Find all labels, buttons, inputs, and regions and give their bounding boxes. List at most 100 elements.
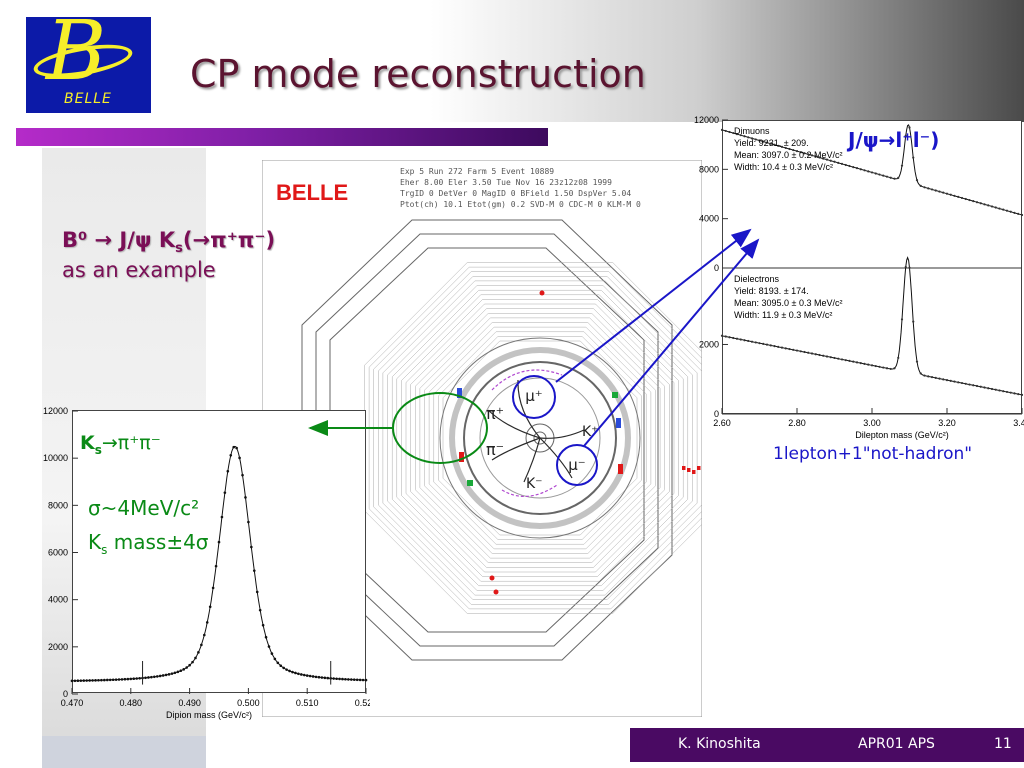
dipion-data-point: [305, 674, 309, 677]
dilepton-x-tick-label: 3.40: [1013, 418, 1024, 428]
dilepton-data-point: [975, 201, 979, 204]
dilepton-data-point: [747, 136, 750, 139]
dipion-data-point: [344, 677, 347, 681]
dilepton-data-point: [810, 154, 814, 157]
dilepton-data-point: [919, 372, 922, 375]
dilepton-data-point: [893, 367, 896, 370]
dilepton-data-point: [867, 170, 870, 173]
dilepton-data-point: [840, 358, 844, 361]
dilepton-data-point: [743, 339, 746, 342]
dilepton-data-point: [732, 336, 735, 340]
dilepton-data-point: [960, 381, 964, 385]
dilepton-data-point: [953, 380, 956, 383]
header-band: [0, 0, 1024, 122]
jpsi-decay-label: J/ψ→l⁺l⁻): [848, 128, 940, 152]
dilepton-data-point: [825, 158, 829, 161]
dilepton-data-point: [915, 360, 919, 363]
ks-mass-tail: mass±4σ: [107, 530, 209, 554]
dipion-data-point: [91, 679, 94, 682]
dilepton-data-point: [870, 364, 874, 367]
dilepton-data-point: [1013, 392, 1016, 395]
belle-logo: B BELLE: [26, 11, 151, 113]
dilepton-data-point: [998, 389, 1001, 392]
dipion-data-point: [194, 656, 197, 660]
dipion-data-point: [144, 676, 147, 680]
dilepton-data-point: [747, 339, 750, 343]
dipion-data-point: [82, 679, 86, 682]
klm-hits: [682, 466, 701, 474]
dipion-data-point: [191, 660, 194, 664]
dilepton-data-point: [983, 386, 986, 389]
dipion-data-point: [355, 678, 359, 682]
dilepton-data-point: [889, 176, 892, 179]
dilepton-data-point: [739, 134, 742, 137]
klm-hit: [682, 466, 686, 470]
dilepton-data-point: [855, 167, 859, 170]
dilepton-data-point: [848, 359, 851, 363]
ks-decay-label: Ks→π⁺π⁻: [80, 432, 161, 457]
dilepton-data-point: [968, 383, 971, 386]
dipion-data-point: [76, 679, 80, 683]
dilepton-legend-line: Mean: 3095.0 ± 0.3 MeV/c²: [734, 298, 843, 308]
dilepton-data-point: [987, 387, 990, 390]
dipion-x-tick-label: 0.500: [237, 698, 260, 708]
dilepton-data-point: [1002, 208, 1005, 211]
dipion-y-tick-label: 10000: [43, 453, 68, 463]
dilepton-data-point: [818, 156, 821, 159]
dilepton-data-point: [803, 350, 806, 354]
dilepton-data-point: [949, 379, 952, 382]
dipion-data-point: [161, 674, 165, 677]
dilepton-x-tick-label: 2.60: [713, 418, 731, 428]
dipion-data-point: [217, 540, 221, 544]
dilepton-data-point: [788, 147, 791, 151]
dilepton-data-point: [822, 157, 825, 160]
dipion-data-point: [123, 677, 127, 681]
dipion-data-point: [341, 677, 344, 681]
dipion-data-point: [288, 669, 291, 673]
dipion-data-point: [361, 678, 365, 682]
dipion-data-point: [200, 643, 203, 647]
klm-hit: [692, 470, 696, 474]
dipion-data-point: [167, 673, 171, 676]
process-tail: (→π⁺π⁻): [182, 228, 276, 252]
dipion-data-point: [164, 673, 168, 677]
dilepton-data-point: [777, 144, 780, 147]
dipion-data-point: [352, 678, 356, 681]
dipion-data-point: [108, 678, 112, 682]
event-info-line-1: Exp 5 Run 272 Farm 5 Event 10889: [400, 167, 554, 176]
ks-sub: s: [94, 442, 102, 457]
dipion-data-point: [214, 564, 218, 568]
dipion-data-point: [94, 679, 97, 682]
dipion-data-point: [297, 672, 300, 676]
dilepton-data-point: [799, 151, 802, 154]
dipion-data-point: [103, 678, 106, 682]
dilepton-data-point: [739, 338, 742, 341]
mu-plus-label: μ⁺: [512, 375, 556, 419]
dilepton-data-point: [863, 169, 866, 172]
dilepton-data-point: [990, 387, 994, 391]
dipion-data-point: [158, 674, 162, 678]
dipion-data-point: [261, 623, 265, 627]
dilepton-data-point: [927, 375, 930, 378]
logo-text: BELLE: [64, 91, 112, 107]
dilepton-data-point: [1017, 212, 1020, 216]
dilepton-data-point: [799, 350, 802, 353]
dipion-data-point: [255, 590, 259, 594]
dipion-data-point: [347, 678, 350, 681]
dilepton-legend-line: Dielectrons: [734, 274, 780, 284]
ks-prefix: K: [80, 432, 95, 454]
dilepton-data-point: [825, 355, 829, 358]
dilepton-data-point: [795, 349, 799, 352]
dipion-data-point: [105, 678, 109, 682]
dilepton-data-point: [994, 388, 997, 391]
dipion-data-point: [232, 445, 235, 449]
dilepton-data-point: [1020, 393, 1024, 396]
dilepton-data-point: [957, 195, 960, 198]
dilepton-data-point: [754, 341, 757, 344]
dipion-data-point: [135, 677, 138, 680]
dilepton-data-point: [822, 354, 825, 357]
dipion-data-point: [241, 473, 244, 477]
dilepton-data-point: [904, 265, 907, 269]
dipion-data-point: [267, 645, 271, 648]
dilepton-x-tick-label: 3.20: [938, 418, 956, 428]
